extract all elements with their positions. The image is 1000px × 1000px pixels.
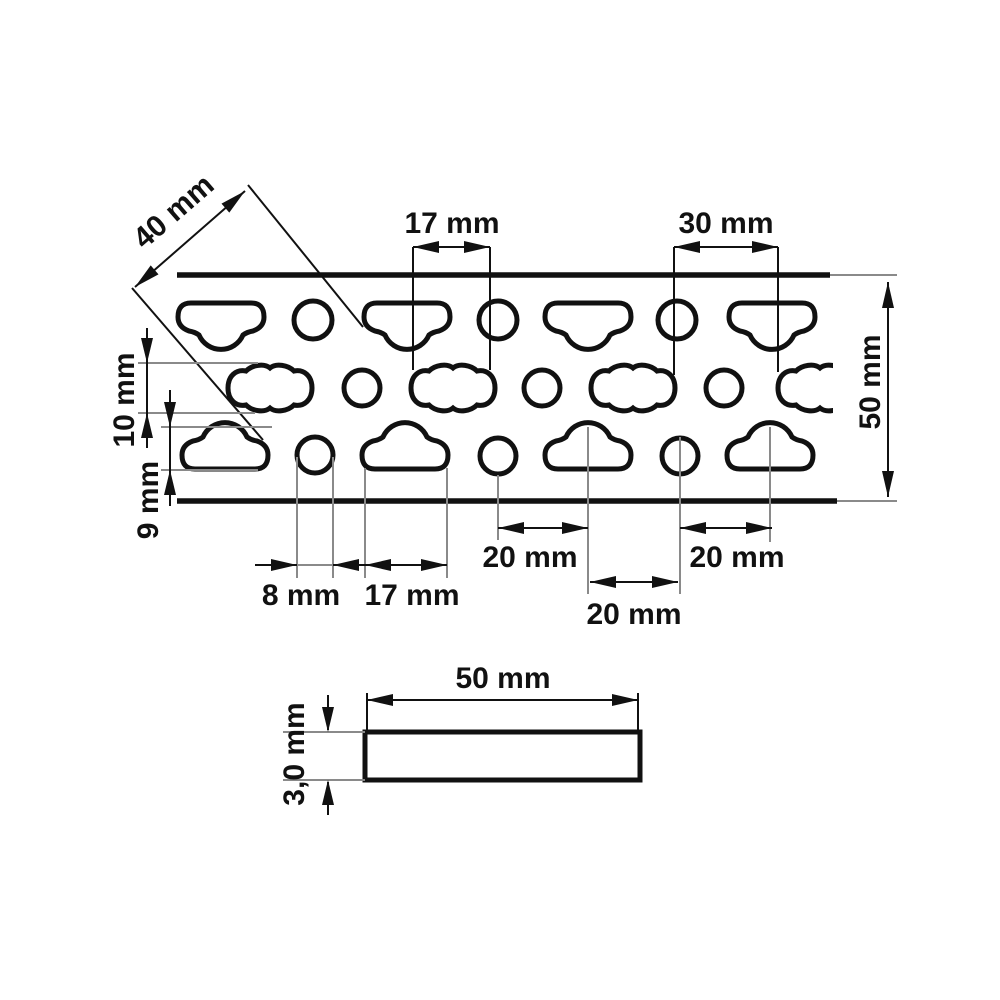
arrowhead <box>882 471 894 497</box>
arrowhead <box>141 338 153 363</box>
arrowhead <box>464 241 490 253</box>
arrowhead <box>221 191 245 213</box>
arrowhead <box>652 576 678 588</box>
arrowhead <box>322 780 334 805</box>
dimension-pitch-20mm-group: 20 mm 20 mm 20 mm <box>482 427 785 631</box>
cloud-slot <box>591 365 675 411</box>
arrowhead <box>164 402 176 427</box>
round-hole <box>291 298 335 342</box>
arrowhead <box>674 241 700 253</box>
dim-40mm-label: 40 mm <box>127 168 220 255</box>
keyhole-slot <box>545 303 631 349</box>
extension-line <box>247 184 364 328</box>
arrowhead <box>590 576 616 588</box>
arrowhead <box>135 265 159 287</box>
dimension-left-9mm: 9 mm <box>132 390 272 539</box>
section-profile <box>362 729 643 783</box>
dim-top-30mm-label: 30 mm <box>678 207 773 240</box>
arrowhead <box>882 282 894 308</box>
keyhole-slot <box>364 303 450 349</box>
round-hole <box>341 367 383 409</box>
keyhole-slot <box>729 303 815 349</box>
dim-pitch-right-20mm-label: 20 mm <box>689 541 784 574</box>
arrowhead <box>421 559 447 571</box>
dim-left-10mm-label: 10 mm <box>108 352 141 447</box>
round-hole <box>476 298 520 342</box>
arrowhead <box>562 522 588 534</box>
dimension-top-17mm: 17 mm <box>404 207 500 370</box>
arrowhead <box>752 241 778 253</box>
arrowhead <box>365 559 391 571</box>
round-hole <box>521 367 563 409</box>
keyhole-slot <box>178 303 264 349</box>
cloud-slot <box>411 365 495 411</box>
dim-section-50mm-label: 50 mm <box>455 662 550 695</box>
round-hole <box>477 435 519 477</box>
arrowhead <box>680 522 706 534</box>
arrowhead <box>612 694 638 706</box>
dimension-left-10mm: 10 mm <box>108 328 258 448</box>
arrowhead <box>322 707 334 732</box>
dimension-bottom-8mm-17mm: 8 mm 17 mm <box>255 457 460 612</box>
cloud-slot-clipped <box>778 365 862 411</box>
cloud-slot <box>228 365 312 411</box>
hole-pattern <box>178 298 862 477</box>
dim-left-9mm-label: 9 mm <box>132 461 165 539</box>
arrowhead <box>498 522 524 534</box>
round-hole <box>703 367 745 409</box>
arrowhead <box>367 694 393 706</box>
arrowhead <box>164 470 176 495</box>
arrowhead <box>333 559 359 571</box>
arrowhead <box>746 522 772 534</box>
dim-pitch-left-20mm-label: 20 mm <box>482 541 577 574</box>
keyhole-slot-up <box>362 423 448 469</box>
dim-bottom-8mm-label: 8 mm <box>262 579 340 612</box>
dim-section-3mm-label: 3,0 mm <box>278 702 311 805</box>
arrowhead <box>413 241 439 253</box>
dimension-right-50mm: 50 mm <box>830 274 897 502</box>
round-hole <box>655 298 699 342</box>
arrowhead <box>271 559 297 571</box>
strip-edges <box>177 272 837 504</box>
dim-pitch-center-20mm-label: 20 mm <box>586 598 681 631</box>
dim-bottom-17mm-label: 17 mm <box>364 579 459 612</box>
cross-section-view: 50 mm 3,0 mm <box>278 662 643 815</box>
round-hole <box>294 434 336 476</box>
dim-right-50mm-label: 50 mm <box>854 334 887 429</box>
arrowhead <box>141 413 153 438</box>
dimension-top-30mm: 30 mm <box>673 207 779 375</box>
dim-top-17mm-label: 17 mm <box>404 207 499 240</box>
